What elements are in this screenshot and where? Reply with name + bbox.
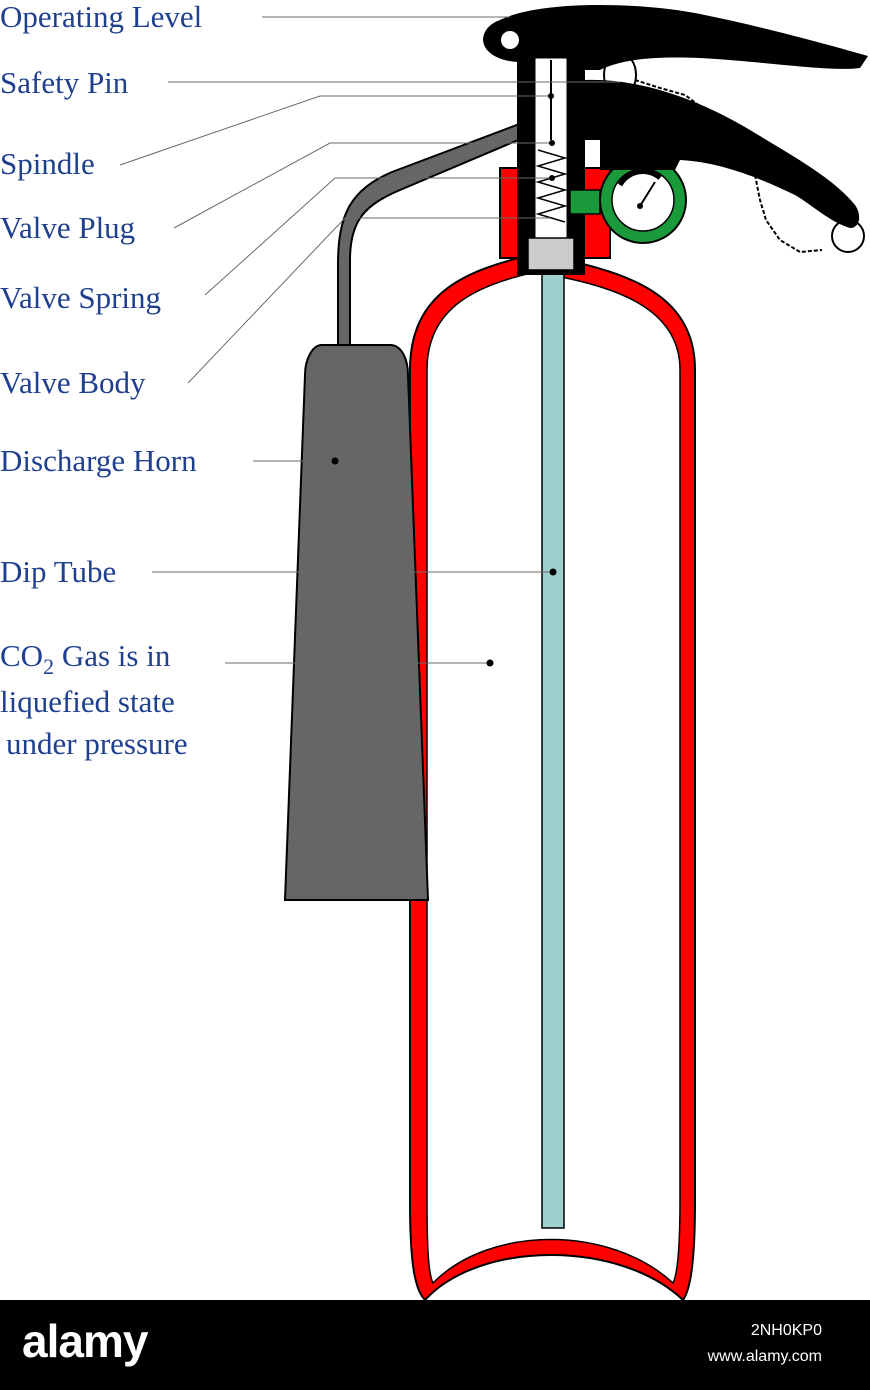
leader-lines: [119, 16, 620, 664]
label-safety-pin: Safety Pin: [0, 65, 129, 100]
label-valve-spring: Valve Spring: [0, 280, 161, 315]
label-discharge-horn: Discharge Horn: [0, 443, 197, 478]
label-co2-line1: CO2 Gas is in: [0, 638, 171, 679]
label-valve-body: Valve Body: [0, 365, 146, 400]
label-co2-line2: liquefied state: [0, 684, 175, 719]
label-valve-plug: Valve Plug: [0, 210, 135, 245]
label-spindle: Spindle: [0, 146, 95, 181]
watermark-logo: alamy: [22, 1315, 148, 1367]
safety-pin-ring: [603, 52, 865, 254]
label-operating-level: Operating Level: [0, 0, 202, 34]
dip-tube: [541, 269, 565, 1229]
co2-subscript: 2: [43, 654, 54, 679]
operating-lever: [483, 4, 868, 71]
valve-plug: [527, 237, 575, 271]
co2-suffix: Gas is in: [54, 638, 171, 673]
watermark-image-id: 2NH0KP0: [750, 1322, 822, 1339]
leader-dots: [331, 93, 557, 667]
label-dip-tube: Dip Tube: [0, 554, 116, 589]
watermark-site: www.alamy.com: [707, 1348, 822, 1365]
label-co2-line3: under pressure: [6, 726, 188, 761]
pressure-gauge: [569, 156, 687, 244]
valve-spring: [535, 149, 568, 223]
co2-prefix: CO: [0, 638, 43, 673]
watermark-footer: alamy 2NH0KP0 www.alamy.com: [0, 1300, 870, 1390]
lever-hole: [501, 31, 519, 49]
discharge-horn: [283, 344, 430, 901]
carry-handle: [585, 79, 860, 229]
